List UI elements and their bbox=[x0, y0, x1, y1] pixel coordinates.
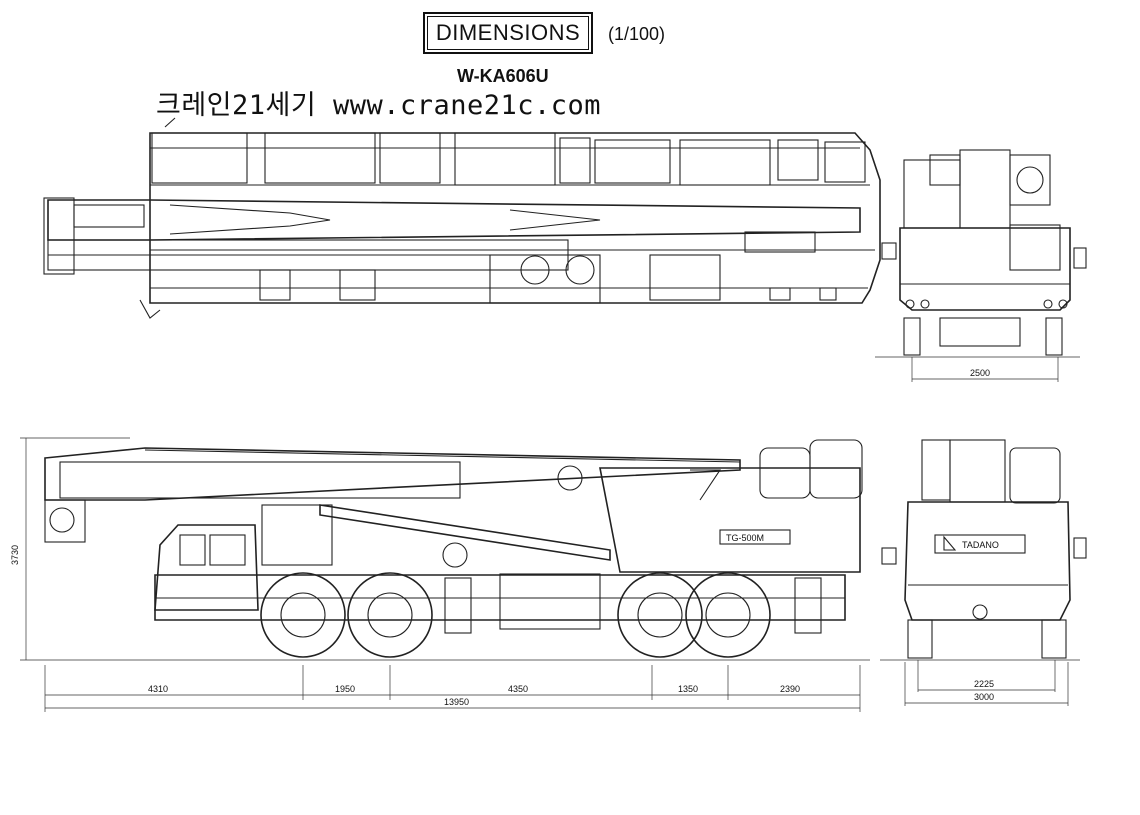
side-wheels bbox=[260, 572, 771, 658]
drawing-title: DIMENSIONS bbox=[423, 12, 593, 54]
dim-height: 3730 bbox=[10, 545, 20, 565]
dim-side-seg-1: 4310 bbox=[148, 684, 168, 694]
watermark-text: 크레인21세기 www.crane21c.com bbox=[156, 90, 602, 121]
model-number: W-KA606U bbox=[457, 66, 549, 86]
dim-side-seg-5: 2390 bbox=[780, 684, 800, 694]
brand-label: TADANO bbox=[962, 540, 999, 550]
dim-rear-width: 2500 bbox=[970, 368, 990, 378]
front-view: TADANO 2225 3000 bbox=[880, 439, 1087, 706]
side-view: 3730 TG-500M bbox=[10, 437, 870, 712]
drawing-scale: (1/100) bbox=[608, 24, 666, 44]
dim-front-track: 2225 bbox=[974, 679, 994, 689]
dim-side-seg-3: 4350 bbox=[508, 684, 528, 694]
dim-side-total: 13950 bbox=[444, 697, 469, 707]
rear-view: 2500 bbox=[875, 149, 1087, 382]
dim-side-seg-2: 1950 bbox=[335, 684, 355, 694]
dim-front-width: 3000 bbox=[974, 692, 994, 702]
boom-plate-label: TG-500M bbox=[726, 533, 764, 543]
top-view bbox=[43, 117, 881, 319]
dim-side-seg-4: 1350 bbox=[678, 684, 698, 694]
